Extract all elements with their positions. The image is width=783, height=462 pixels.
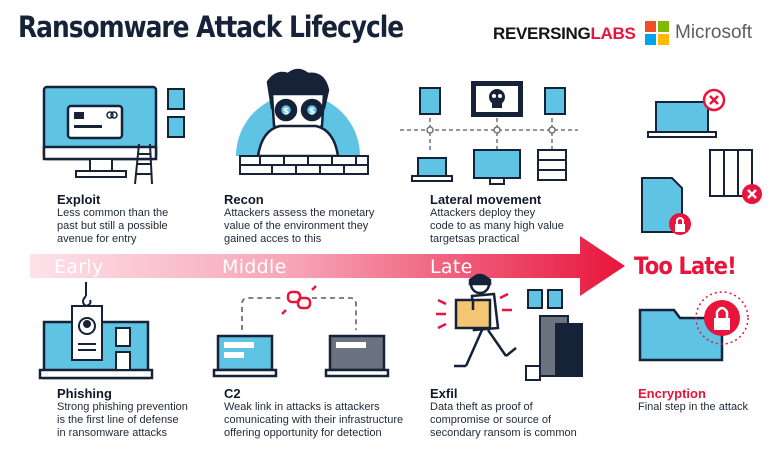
phase-late-label: Late [430, 256, 473, 278]
reversinglabs-logo: REVERSINGLABS [493, 24, 636, 44]
binoculars-icon: $ $ [274, 98, 324, 122]
id-badge-icon [71, 305, 103, 361]
broken-link-icon [281, 285, 317, 315]
timeline-arrow [30, 236, 625, 296]
tablet-icon [419, 87, 441, 115]
document-icon [167, 88, 185, 138]
laptop-icon [212, 334, 278, 378]
desktop-icon [473, 149, 521, 185]
exfil-illustration [436, 273, 583, 381]
laptop-icon [647, 101, 717, 138]
microsoft-squares-icon [645, 21, 669, 45]
filing-cabinet-icon [539, 315, 583, 377]
laptop-icon [411, 157, 453, 182]
folder-icon [638, 308, 724, 362]
microsoft-logo-text: Microsoft [675, 22, 753, 43]
reversinglabs-logo-suffix: LABS [590, 24, 636, 43]
skull-monitor-icon [471, 81, 523, 117]
phase-early-label: Early [54, 256, 104, 278]
phase-middle-label: Middle [222, 256, 287, 278]
encryption-top-illustration [641, 88, 762, 235]
reversinglabs-logo-prefix: REVERSING [493, 24, 591, 43]
recon-illustration: $ $ [236, 68, 369, 175]
stage-encryption: Encryption Final step in the attack [638, 386, 778, 414]
tablet-icon [544, 87, 566, 115]
stage-title: Encryption [638, 386, 706, 401]
document-icon [525, 289, 563, 381]
alert-rays-icon [436, 292, 512, 330]
fishing-hook-icon [82, 282, 92, 308]
lock-icon [695, 291, 749, 345]
stage-title: Lateral movement [430, 192, 542, 207]
laptop-icon [324, 334, 390, 378]
stage-title: Exfil [430, 386, 458, 401]
stage-description: Final step in the attack [638, 401, 749, 413]
server-rack-icon [709, 149, 753, 197]
stage-title: Exploit [57, 192, 101, 207]
stage-title: C2 [224, 386, 241, 401]
network-lines [400, 118, 578, 150]
c2-illustration [212, 285, 390, 378]
box-icon [454, 298, 492, 330]
exploit-illustration [42, 85, 185, 185]
error-badge-icon [742, 184, 762, 204]
credit-card-icon [66, 104, 124, 140]
ladder-icon [134, 143, 153, 185]
microsoft-logo: Microsoft [645, 20, 763, 46]
lateral-movement-illustration [400, 81, 578, 185]
svg-text:$: $ [283, 107, 289, 117]
lock-icon [669, 213, 691, 235]
page-title: Ransomware Attack Lifecycle [18, 10, 404, 44]
phishing-illustration [38, 282, 154, 380]
connection-line [241, 297, 357, 330]
wall-icon [239, 155, 369, 175]
stage-title: Recon [224, 192, 264, 207]
server-icon [537, 149, 567, 181]
encryption-illustration [638, 291, 749, 362]
document-icon [115, 327, 131, 371]
error-badge-icon [702, 88, 726, 112]
svg-text:$: $ [309, 107, 315, 117]
stage-title: Phishing [57, 386, 112, 401]
too-late-label: Too Late! [634, 252, 737, 280]
